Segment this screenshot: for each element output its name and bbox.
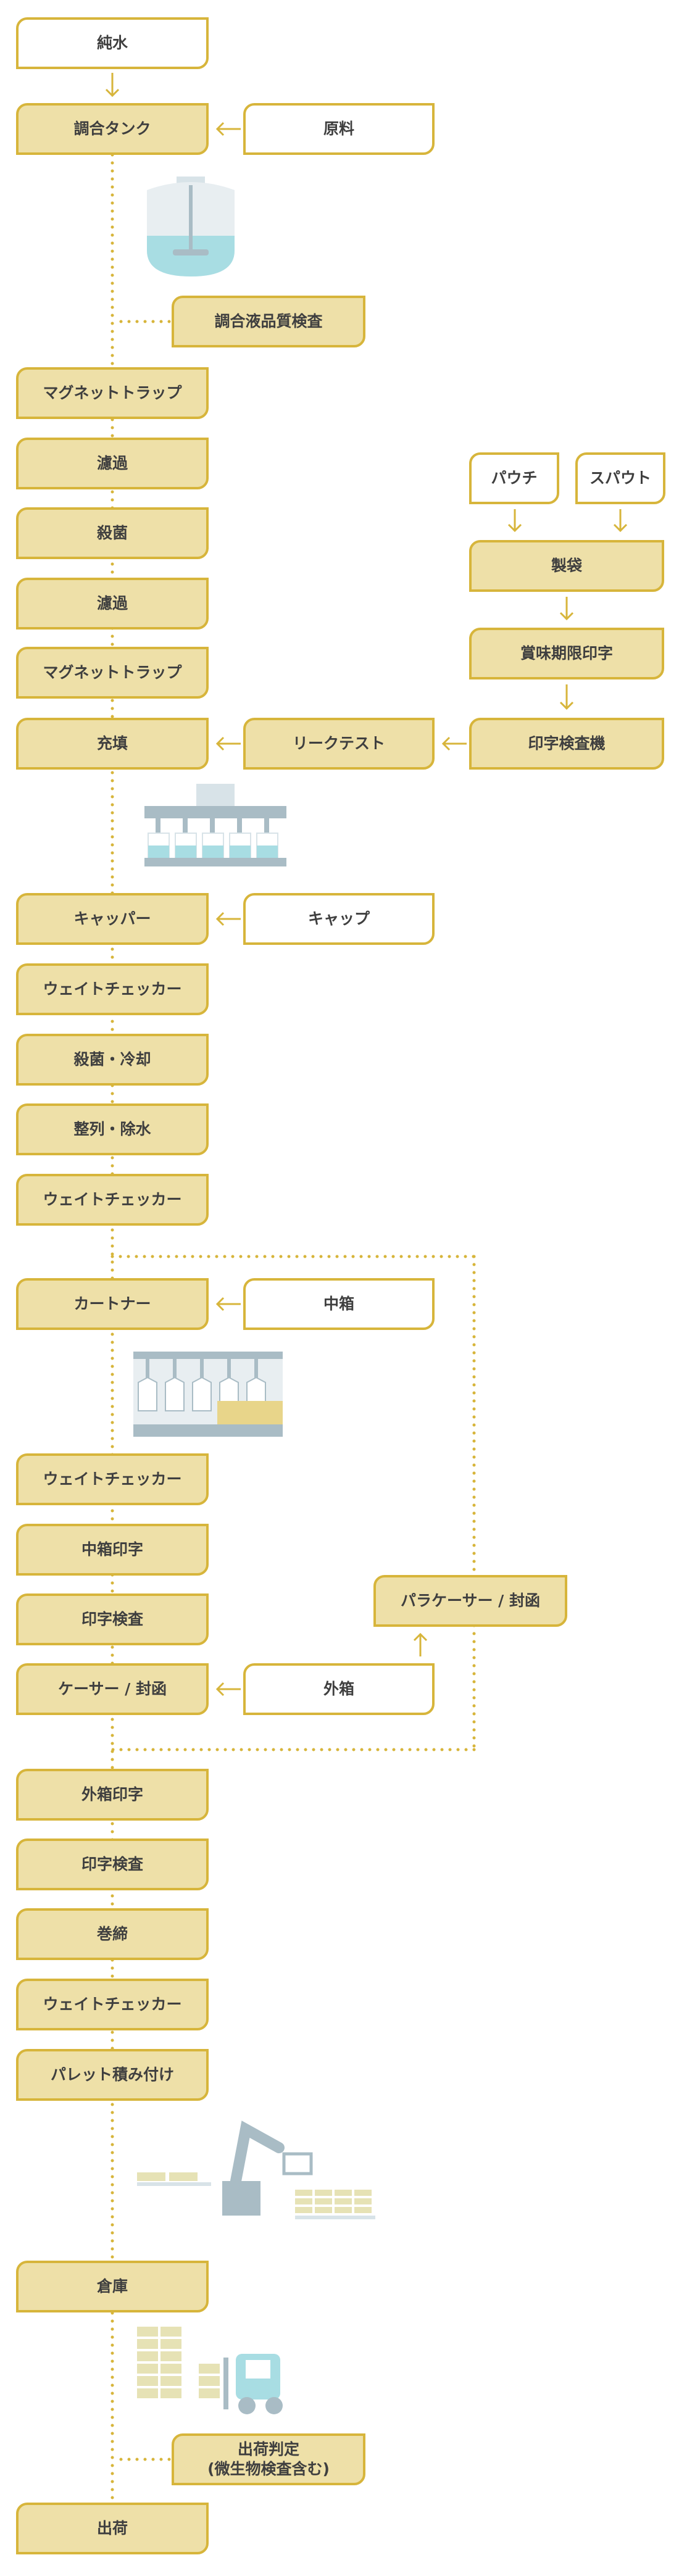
arrow-left-icon — [215, 122, 241, 136]
process-step: マグネットトラップ — [16, 647, 209, 699]
arrow-left-icon — [215, 736, 241, 751]
process-step: ウェイトチェッカー — [16, 1174, 209, 1226]
process-step: 充填 — [16, 718, 209, 770]
process-step-label: 殺菌・冷却 — [73, 1050, 151, 1068]
process-step-label: 倉庫 — [96, 2277, 128, 2295]
cartoner-illustration — [133, 1352, 283, 1437]
palletizing-robot-illustration — [137, 2121, 375, 2219]
process-step-label: マグネットトラップ — [43, 663, 182, 681]
process-step-label: スパウト — [589, 468, 651, 487]
process-step-label: キャップ — [307, 909, 370, 928]
process-step-label: パラケーサー / 封函 — [400, 1591, 541, 1610]
process-step: ケーサー / 封函 — [16, 1663, 209, 1715]
process-step: パウチ — [469, 452, 559, 504]
process-step-label: 巻締 — [96, 1924, 128, 1943]
process-step: パラケーサー / 封函 — [373, 1575, 567, 1627]
process-step-label: パウチ — [491, 468, 538, 487]
process-step: 出荷 — [16, 2503, 209, 2554]
arrow-down-icon — [105, 73, 120, 98]
process-step-label: ウェイトチェッカー — [43, 1469, 182, 1488]
process-step-label: ウェイトチェッカー — [43, 979, 182, 998]
process-step-label: 充填 — [96, 734, 128, 752]
process-step: 外箱印字 — [16, 1769, 209, 1821]
arrow-up-icon — [413, 1632, 428, 1656]
process-step: 製袋 — [469, 540, 664, 592]
arrow-down-icon — [507, 509, 522, 533]
process-step-label: ウェイトチェッカー — [43, 1995, 182, 2013]
process-step-label: 印字検査機 — [528, 734, 606, 752]
process-step-label: 外箱 — [323, 1679, 354, 1698]
process-step: 原料 — [243, 103, 435, 155]
process-step: パレット積み付け — [16, 2049, 209, 2101]
process-step: 濾過 — [16, 438, 209, 489]
arrow-left-icon — [215, 1682, 241, 1697]
process-step-label: 整列・除水 — [73, 1120, 151, 1138]
process-step-label: 印字検査 — [81, 1855, 143, 1873]
process-step: 出荷判定 (微生物検査含む) — [172, 2433, 365, 2485]
process-step: カートナー — [16, 1278, 209, 1330]
process-step-label: 濾過 — [96, 454, 128, 472]
process-step: スパウト — [575, 452, 665, 504]
arrow-down-icon — [559, 597, 574, 621]
process-step-label: 中箱印字 — [81, 1540, 143, 1558]
process-step: 外箱 — [243, 1663, 435, 1715]
process-step-label: 調合液品質検査 — [214, 312, 323, 330]
process-step: 中箱 — [243, 1278, 435, 1330]
arrow-down-icon — [613, 509, 628, 533]
process-step-label: 殺菌 — [96, 523, 128, 542]
process-step: 印字検査 — [16, 1839, 209, 1890]
process-step: 整列・除水 — [16, 1103, 209, 1155]
process-step-label: パレット積み付け — [50, 2065, 174, 2084]
process-step-label: キャッパー — [73, 909, 151, 928]
process-step-label: マグネットトラップ — [43, 383, 182, 402]
process-step: リークテスト — [243, 718, 435, 770]
process-step: ウェイトチェッカー — [16, 1453, 209, 1505]
process-step: 賞味期限印字 — [469, 628, 664, 679]
process-step: ウェイトチェッカー — [16, 963, 209, 1015]
process-step: ウェイトチェッカー — [16, 1979, 209, 2030]
process-step-label: 出荷 — [96, 2519, 128, 2537]
process-step-label: ケーサー / 封函 — [57, 1679, 167, 1698]
process-step-label: 濾過 — [96, 594, 128, 612]
process-step-label: 賞味期限印字 — [520, 644, 613, 662]
forklift-illustration — [137, 2327, 283, 2414]
process-step: 殺菌 — [16, 507, 209, 559]
process-step-label: 外箱印字 — [81, 1785, 143, 1803]
process-step: 倉庫 — [16, 2261, 209, 2312]
process-step-label: 原料 — [323, 119, 354, 138]
process-step: マグネットトラップ — [16, 367, 209, 419]
process-step: 濾過 — [16, 578, 209, 629]
process-step: 印字検査 — [16, 1593, 209, 1645]
process-step: 中箱印字 — [16, 1524, 209, 1576]
arrow-left-icon — [441, 736, 467, 751]
process-step-label: 製袋 — [551, 556, 582, 575]
process-step: 巻締 — [16, 1908, 209, 1960]
mixing-tank-illustration — [147, 177, 235, 276]
process-step: 純水 — [16, 17, 209, 69]
arrow-left-icon — [215, 912, 241, 926]
filling-machine-illustration — [144, 784, 286, 866]
process-step: 殺菌・冷却 — [16, 1034, 209, 1086]
process-step: キャップ — [243, 893, 435, 945]
process-step-label: カートナー — [73, 1294, 151, 1313]
process-step-label: 調合タンク — [73, 119, 151, 138]
process-step: 調合タンク — [16, 103, 209, 155]
process-step-label: ウェイトチェッカー — [43, 1190, 182, 1208]
arrow-down-icon — [559, 684, 574, 710]
process-step-label: 印字検査 — [81, 1610, 143, 1628]
process-step: 調合液品質検査 — [172, 296, 365, 347]
process-step-label: リークテスト — [292, 734, 385, 752]
process-step-label: 出荷判定 (微生物検査含む) — [207, 2440, 330, 2478]
arrow-left-icon — [215, 1297, 241, 1311]
process-step: 印字検査機 — [469, 718, 664, 770]
process-step-label: 純水 — [96, 33, 128, 52]
process-step: キャッパー — [16, 893, 209, 945]
process-step-label: 中箱 — [323, 1294, 354, 1313]
